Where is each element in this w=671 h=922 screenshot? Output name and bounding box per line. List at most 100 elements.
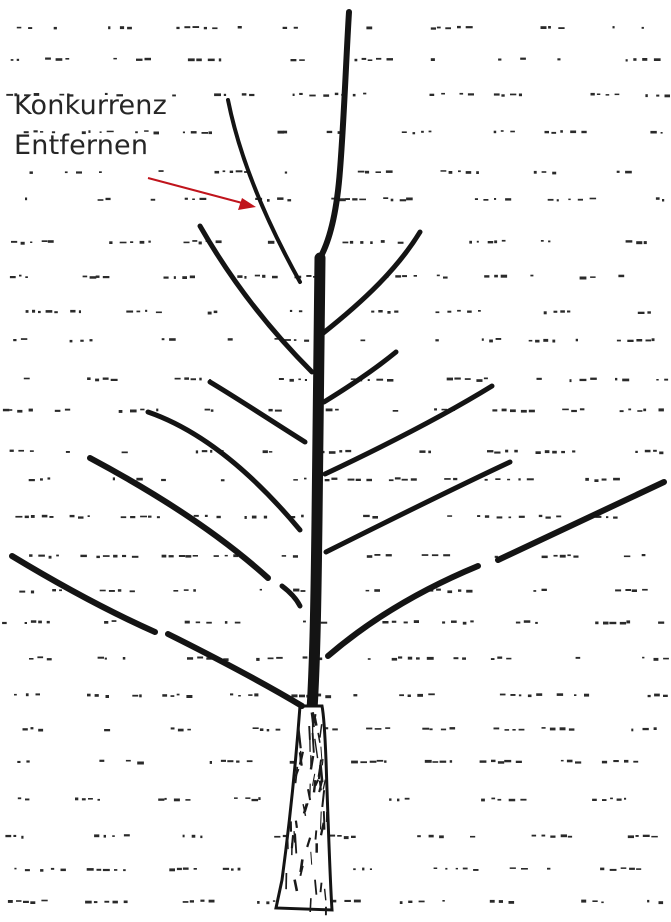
- scan-speck: [463, 868, 468, 870]
- scan-speck: [255, 275, 260, 277]
- scan-speck: [104, 901, 109, 903]
- scan-speck: [449, 171, 453, 174]
- scan-speck: [542, 171, 547, 173]
- scan-speck: [387, 58, 394, 60]
- scan-speck: [85, 901, 92, 904]
- bark-stroke: [296, 821, 297, 828]
- scan-speck: [470, 836, 475, 838]
- scan-speck: [652, 338, 655, 341]
- scan-speck: [306, 275, 311, 277]
- scan-speck: [238, 26, 242, 29]
- scan-speck: [14, 694, 17, 696]
- scan-speck: [26, 760, 29, 762]
- scan-speck: [626, 240, 633, 242]
- scan-speck: [656, 197, 660, 200]
- scan-speck: [137, 762, 144, 765]
- scan-speck: [122, 452, 128, 454]
- scan-speck: [158, 799, 164, 801]
- scan-speck: [356, 479, 361, 481]
- scan-speck: [434, 868, 438, 870]
- scan-speck: [184, 377, 189, 379]
- scan-speck: [54, 27, 57, 30]
- scan-speck: [88, 798, 93, 800]
- scan-speck: [45, 58, 51, 60]
- scan-speck: [447, 515, 452, 517]
- scan-speck: [443, 277, 448, 279]
- scan-speck: [19, 275, 22, 277]
- scan-speck: [13, 835, 16, 837]
- scan-speck: [28, 27, 32, 29]
- scan-speck: [345, 198, 350, 200]
- scan-speck: [202, 450, 208, 452]
- scan-speck: [516, 622, 520, 624]
- scan-speck: [351, 836, 356, 838]
- scan-speck: [431, 27, 436, 29]
- scan-speck: [108, 26, 110, 29]
- scan-speck: [267, 729, 270, 731]
- scan-speck: [365, 171, 369, 174]
- scan-speck: [429, 131, 432, 133]
- scan-speck: [636, 868, 641, 870]
- scan-speck: [113, 477, 115, 480]
- scan-speck: [344, 836, 349, 839]
- scan-speck: [402, 275, 407, 277]
- right-branches: [322, 232, 664, 656]
- scan-speck: [400, 199, 406, 201]
- scan-speck: [542, 589, 547, 591]
- scan-speck: [96, 276, 100, 278]
- scan-speck: [378, 310, 382, 313]
- scan-speck: [193, 555, 198, 557]
- scan-speck: [140, 409, 144, 411]
- scan-speck: [37, 656, 43, 658]
- scan-speck: [82, 798, 86, 800]
- scan-speck: [118, 589, 121, 592]
- scan-speck: [506, 658, 511, 660]
- scan-speck: [47, 658, 52, 660]
- scan-speck: [646, 340, 652, 342]
- scan-speck: [193, 589, 196, 592]
- scan-speck: [658, 622, 664, 624]
- scan-speck: [398, 242, 404, 244]
- scan-speck: [105, 658, 107, 660]
- scan-speck: [647, 900, 649, 903]
- scan-speck: [348, 479, 355, 481]
- scan-speck: [610, 798, 613, 800]
- scan-speck: [8, 900, 13, 903]
- scan-speck: [299, 310, 302, 312]
- scan-speck: [56, 555, 59, 557]
- scan-speck: [627, 340, 633, 342]
- scan-speck: [95, 694, 99, 697]
- scan-speck: [285, 172, 287, 174]
- scan-speck: [298, 379, 301, 381]
- scan-speck: [376, 171, 382, 173]
- scan-speck: [183, 868, 189, 870]
- scan-speck: [182, 276, 187, 279]
- scan-speck: [497, 657, 502, 659]
- scan-speck: [264, 516, 267, 519]
- scan-speck: [494, 275, 498, 278]
- scan-speck: [272, 276, 278, 279]
- scan-speck: [584, 694, 589, 697]
- scan-speck: [159, 170, 164, 172]
- scan-speck: [335, 409, 339, 411]
- scan-speck: [633, 761, 638, 763]
- bark-stroke: [288, 832, 289, 849]
- scan-speck: [580, 408, 585, 410]
- scan-speck: [386, 170, 393, 173]
- scan-speck: [477, 515, 480, 517]
- scan-speck: [376, 379, 383, 381]
- scan-speck: [602, 761, 607, 764]
- right-branch-top: [322, 232, 420, 334]
- scan-speck: [196, 59, 202, 62]
- scan-speck: [23, 901, 29, 903]
- scan-speck: [441, 729, 446, 731]
- scan-speck: [25, 622, 27, 624]
- scan-speck: [209, 131, 213, 134]
- scan-speck: [287, 199, 291, 201]
- scan-speck: [622, 379, 629, 382]
- scan-speck: [625, 171, 632, 174]
- scan-speck: [290, 310, 292, 312]
- scan-speck: [402, 479, 408, 481]
- scan-speck: [568, 836, 572, 838]
